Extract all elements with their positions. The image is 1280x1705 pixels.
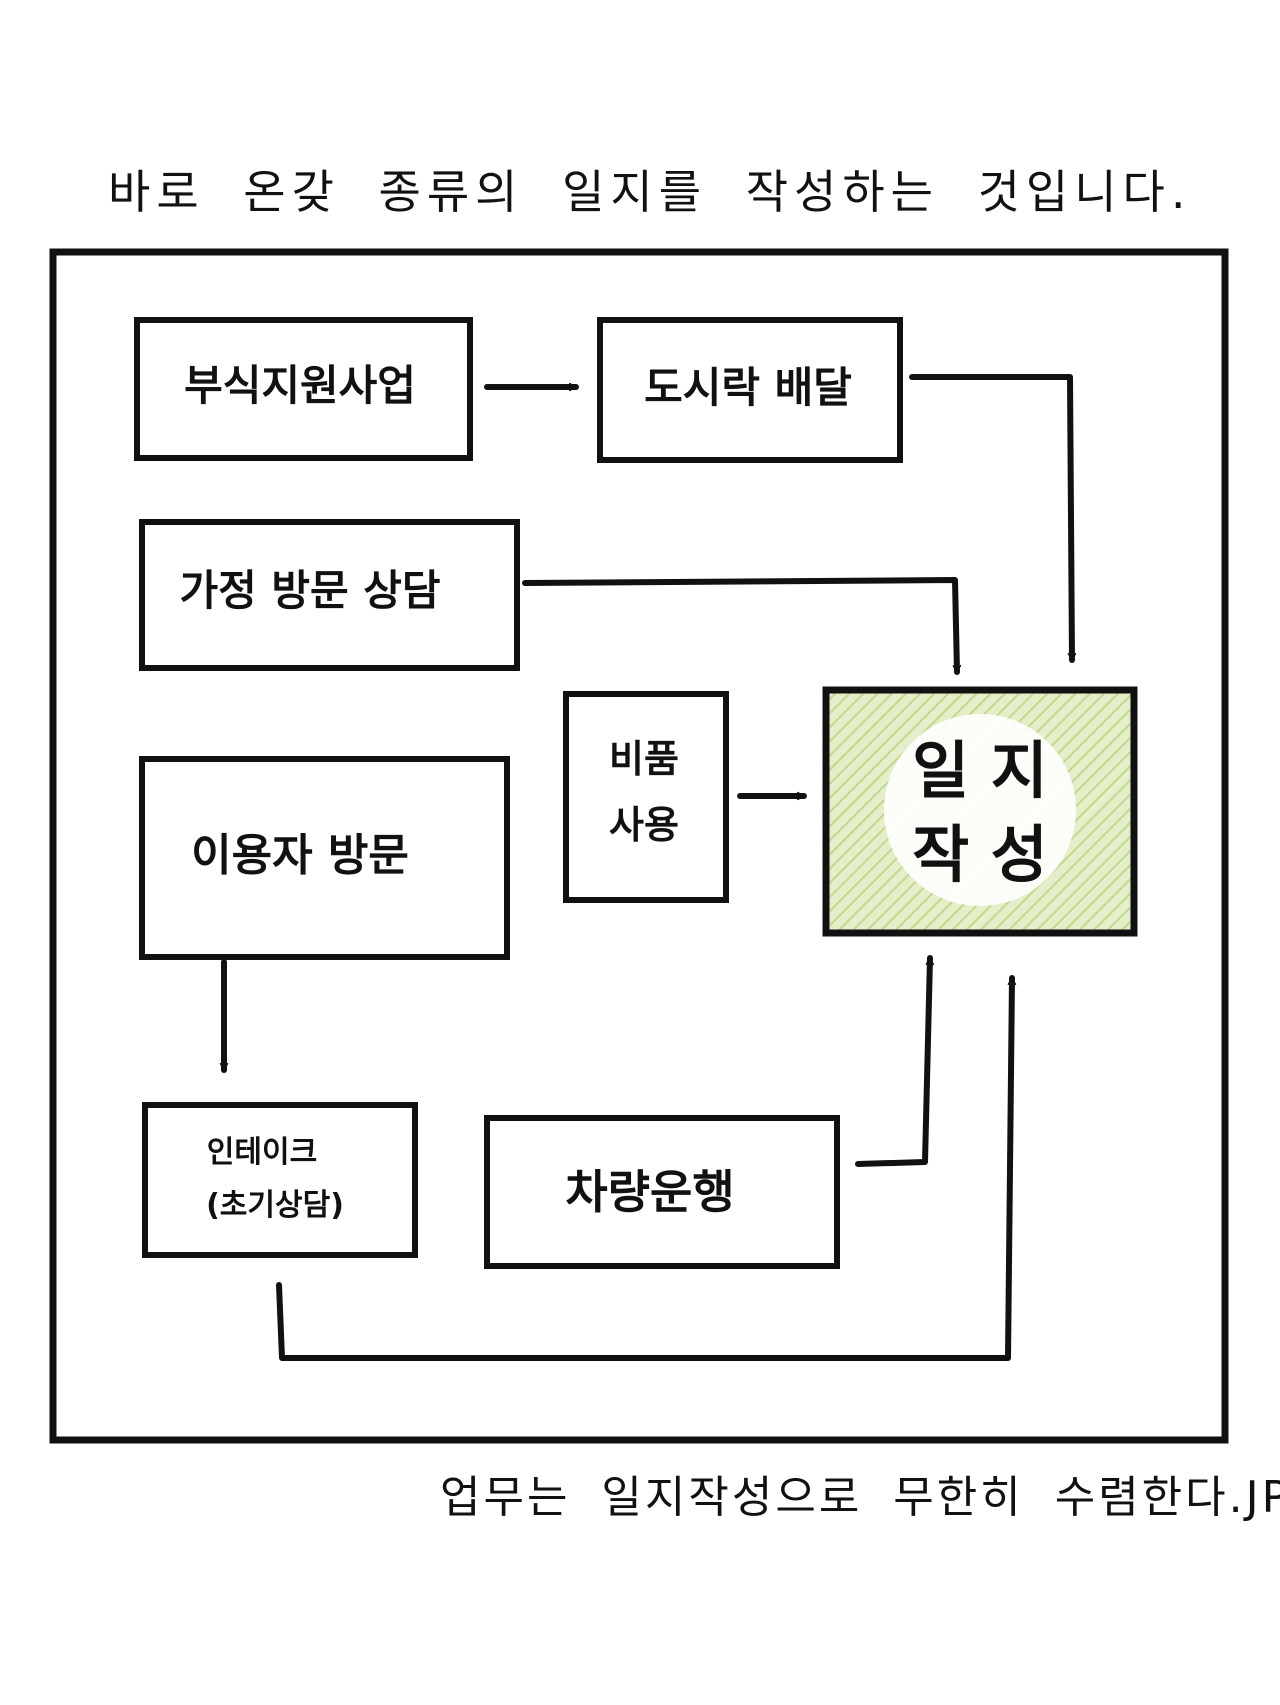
box-home-visit-counseling xyxy=(139,519,520,671)
label-meal-support: 부식지원사업 xyxy=(184,361,416,410)
arrow-intake-to-log xyxy=(276,975,1017,1361)
arrow-lunchbox-to-log xyxy=(909,374,1077,663)
label-log-writing-line2: 작 성 xyxy=(912,818,1048,891)
log-writing-spotlight xyxy=(884,714,1076,906)
label-petty-cash-line2: 사용 xyxy=(609,803,679,847)
box-petty-cash xyxy=(563,691,729,903)
box-meal-support xyxy=(134,317,473,461)
box-lunchbox-delivery xyxy=(597,317,903,463)
label-log-writing-line1: 일 지 xyxy=(912,734,1048,807)
page-heading: 바로 온갖 종류의 일지를 작성하는 것입니다. xyxy=(108,165,1192,219)
label-vehicle-operation: 차량운행 xyxy=(565,1165,734,1219)
box-vehicle-operation xyxy=(484,1115,840,1269)
label-user-visit: 이용자 방문 xyxy=(191,830,409,881)
label-home-visit-counseling: 가정 방문 상담 xyxy=(179,566,440,615)
label-petty-cash-line1: 비품 xyxy=(609,737,679,781)
outer-frame xyxy=(49,248,1229,1444)
page-caption: 업무는 일지작성으로 무한히 수렴한다.JPG xyxy=(440,1472,1280,1523)
arrow-home-visit-to-log xyxy=(522,577,962,675)
label-lunchbox-delivery: 도시락 배달 xyxy=(644,363,852,412)
label-intake-line2: (초기상담) xyxy=(206,1188,344,1223)
label-intake-line1: 인테이크 xyxy=(207,1135,317,1170)
arrow-vehicle-to-log xyxy=(855,955,935,1167)
box-user-visit xyxy=(139,756,510,960)
box-intake xyxy=(142,1102,418,1258)
